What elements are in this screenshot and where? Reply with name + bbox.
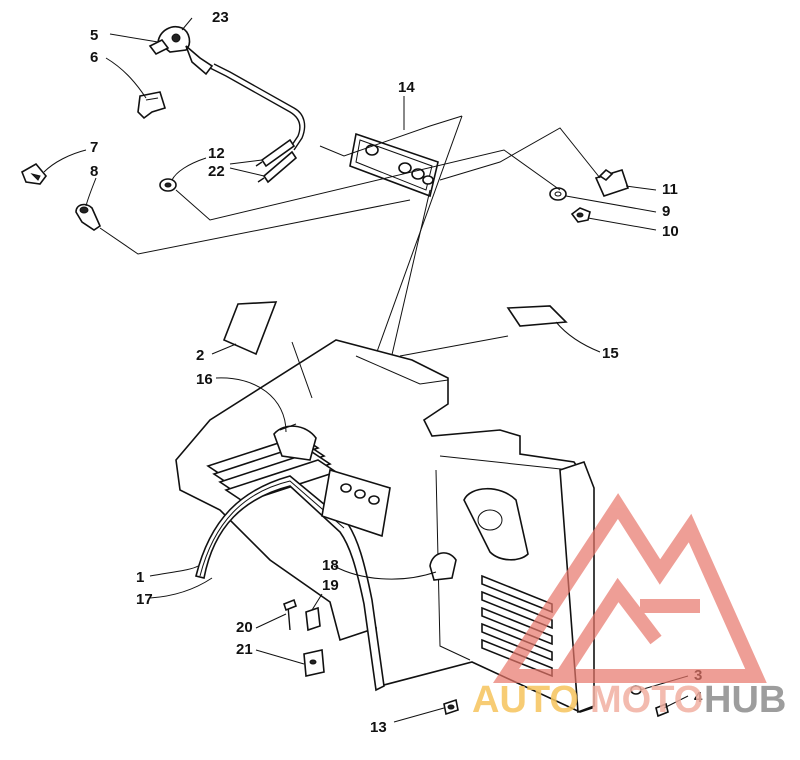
callout-10: 10 <box>662 223 679 240</box>
bracket-21 <box>303 649 325 677</box>
assembly-line-a <box>319 115 463 157</box>
cover-flap-16 <box>273 423 317 461</box>
automotohub-watermark: AUTO MOTO HUB <box>472 493 786 721</box>
callout-15: 15 <box>602 345 619 362</box>
screw-13 <box>443 698 459 716</box>
clip-19 <box>305 606 321 632</box>
assembly-line-b <box>175 149 561 221</box>
callout-labels: 23 5 6 7 8 12 22 14 11 9 10 15 2 16 1 17… <box>90 9 703 736</box>
callout-14: 14 <box>398 79 415 96</box>
callout-11: 11 <box>662 181 678 198</box>
callout-20: 20 <box>236 619 253 636</box>
instrument-bezel-14 <box>349 132 439 198</box>
toggle-switch-11 <box>594 168 630 197</box>
callout-leaders <box>43 17 689 723</box>
callout-6: 6 <box>90 49 98 66</box>
callout-22: 22 <box>208 163 225 180</box>
clip-7 <box>20 162 48 185</box>
choke-knob-18 <box>429 552 457 581</box>
callout-5: 5 <box>90 27 98 44</box>
nut-12 <box>159 178 177 192</box>
trim-strip-1-17 <box>195 475 385 692</box>
watermark-hub: HUB <box>704 679 786 721</box>
callout-4: 4 <box>694 689 703 706</box>
watermark-logo-mark <box>493 493 767 683</box>
callout-12: 12 <box>208 145 225 162</box>
dash-panel <box>321 468 391 538</box>
washer-9 <box>549 187 567 201</box>
decal-2 <box>222 301 278 356</box>
console-housing <box>175 339 595 714</box>
callout-17: 17 <box>136 591 153 608</box>
decal-15 <box>506 305 568 327</box>
watermark-auto: AUTO <box>472 679 579 721</box>
callout-7: 7 <box>90 139 98 156</box>
cable-adjusters <box>255 138 298 184</box>
callout-19: 19 <box>322 577 339 594</box>
callout-2: 2 <box>196 347 204 364</box>
nut-10 <box>570 207 591 223</box>
bezel-leader-15 <box>399 335 509 357</box>
callout-13: 13 <box>370 719 387 736</box>
callout-18: 18 <box>322 557 339 574</box>
callout-8: 8 <box>90 163 98 180</box>
screw-20 <box>283 598 297 631</box>
body-edge-a <box>355 355 449 385</box>
assembly-line-c <box>99 199 411 255</box>
brake-lever-bracket <box>137 91 167 120</box>
throttle-cable <box>185 45 306 151</box>
glovebox-recess <box>463 488 529 561</box>
key-switch-8 <box>75 203 102 231</box>
throttle-lever-housing <box>148 26 191 56</box>
callout-9: 9 <box>662 203 670 220</box>
assembly-line-d <box>439 127 601 181</box>
body-edge-c <box>435 469 471 661</box>
callout-23: 23 <box>212 9 229 26</box>
watermark-moto: MOTO <box>590 679 703 721</box>
callout-1: 1 <box>136 569 144 586</box>
callout-16: 16 <box>196 371 213 388</box>
upper-assembly <box>20 26 630 255</box>
callout-21: 21 <box>236 641 253 658</box>
